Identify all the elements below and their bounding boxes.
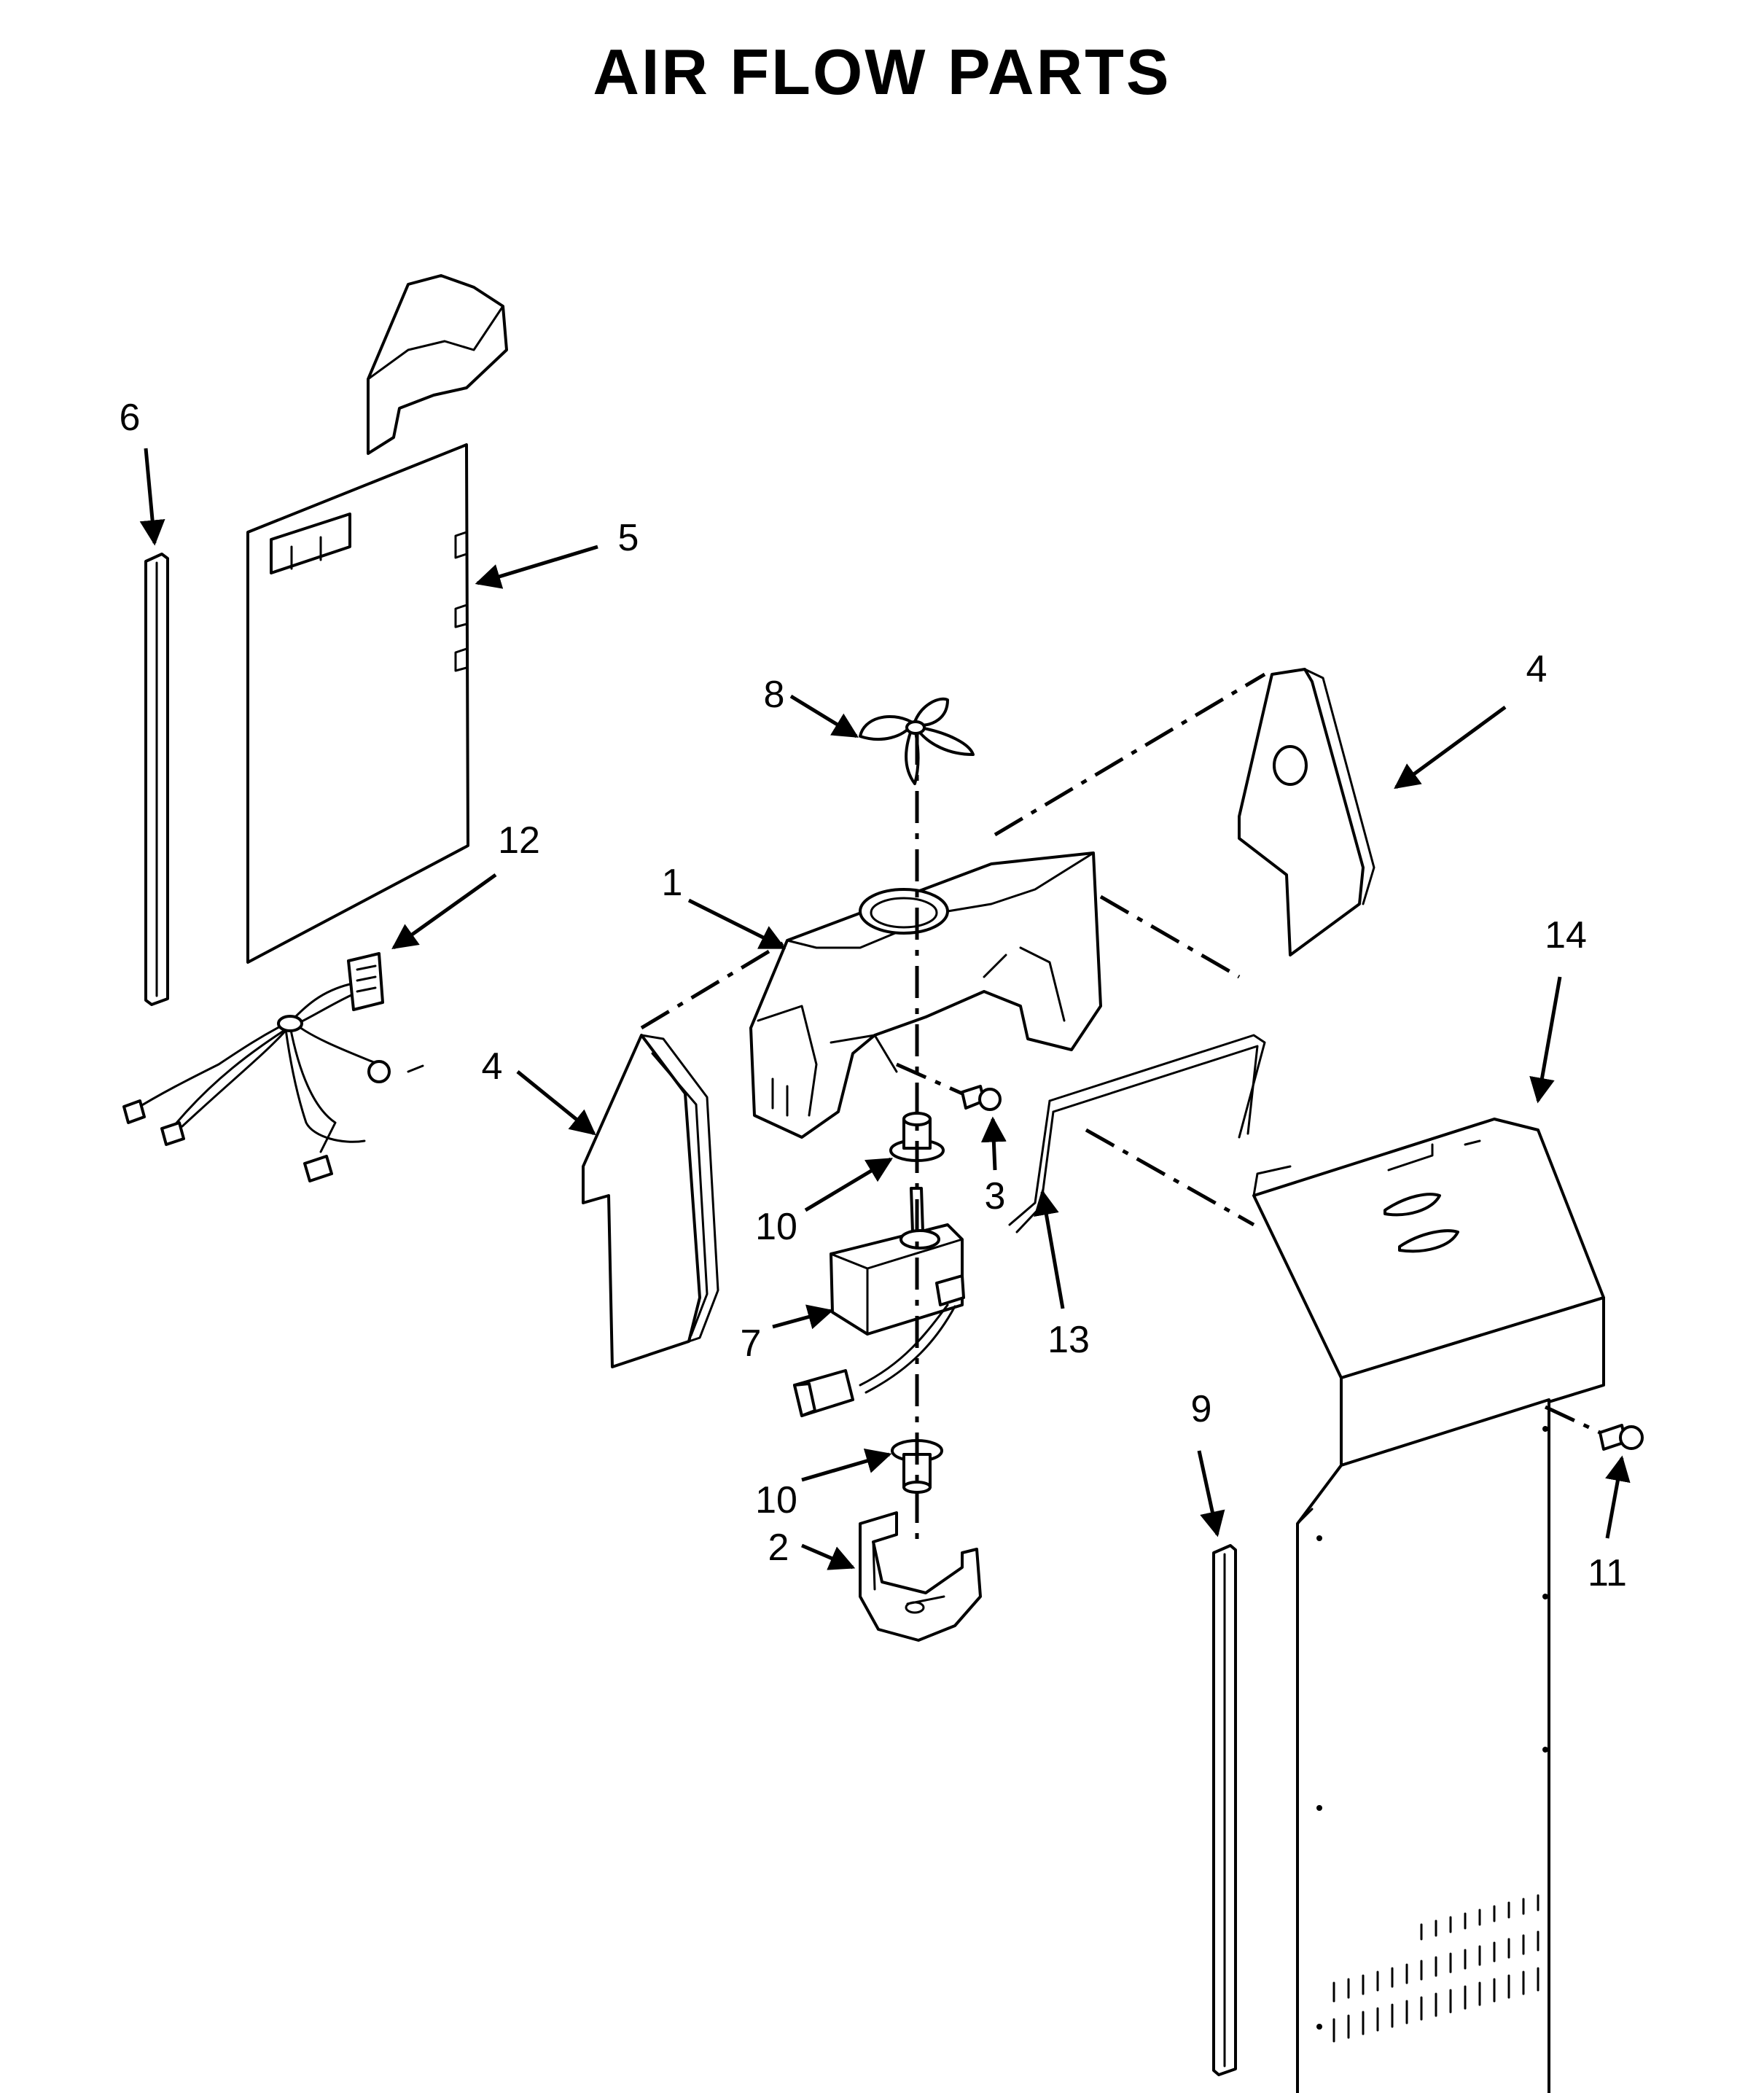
callout-leaders (139, 448, 1631, 1570)
callout-5: 5 (618, 517, 639, 559)
callout-7: 7 (741, 1322, 762, 1365)
part-4-baffle-left (582, 1034, 719, 1368)
callout-3: 3 (985, 1175, 1006, 1217)
callout-labels: 6 5 8 4 1 12 4 14 3 10 13 7 9 10 2 11 (120, 397, 1627, 1594)
callout-10-upper: 10 (755, 1206, 797, 1248)
callout-13: 13 (1047, 1319, 1090, 1361)
callout-12: 12 (498, 819, 540, 862)
callout-1: 1 (662, 862, 683, 904)
part-1-fan-housing (749, 851, 1102, 1139)
part-9-foam-strip (1212, 1544, 1237, 2076)
callout-4-right: 4 (1526, 648, 1548, 690)
callout-8: 8 (764, 674, 785, 716)
part-7-fan-motor (793, 1187, 965, 1417)
page-title: AIR FLOW PARTS (593, 36, 1171, 108)
part-12-wire-harness (122, 952, 424, 1182)
callout-14: 14 (1545, 914, 1587, 956)
part-6-foam-strip (144, 553, 169, 1006)
part-14-air-duct-cover (1252, 1118, 1605, 2093)
part-4-baffle-right (1238, 668, 1375, 956)
callout-9: 9 (1191, 1388, 1212, 1430)
callout-10-lower: 10 (755, 1479, 797, 1521)
part-5-duct-panel (246, 274, 508, 964)
part-2-motor-bracket (859, 1511, 982, 1642)
callout-4-left: 4 (482, 1045, 503, 1088)
callout-11: 11 (1588, 1552, 1627, 1594)
callout-2: 2 (768, 1527, 789, 1569)
part-8-fan-blade (859, 697, 975, 785)
part-13-wire-bracket (1008, 1034, 1266, 1233)
alignment-lines (640, 672, 1601, 1546)
callout-6: 6 (120, 397, 141, 439)
part-3-screw (961, 1085, 1002, 1111)
part-11-screw (1599, 1424, 1644, 1451)
